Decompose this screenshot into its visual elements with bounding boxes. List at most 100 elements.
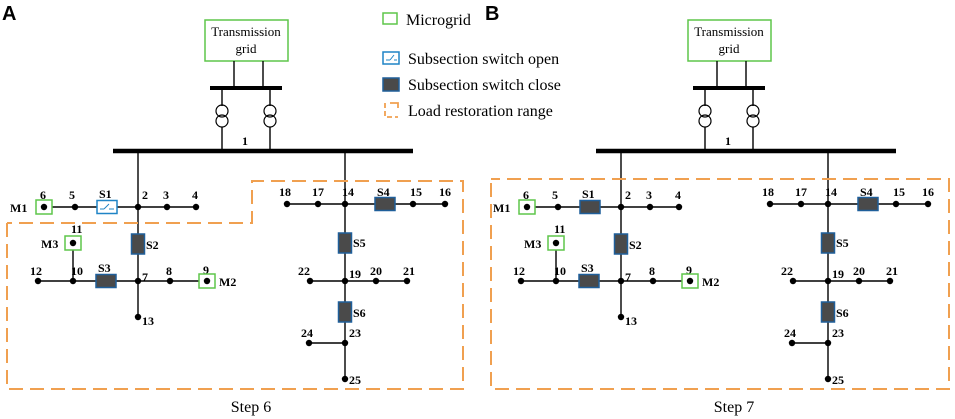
node-3 — [163, 203, 171, 211]
bus-label-1: 1 — [242, 134, 248, 148]
node-label-24: 24 — [784, 326, 796, 340]
transformer-icon — [263, 88, 277, 150]
node-label-15: 15 — [410, 185, 422, 199]
node-label-17: 17 — [312, 185, 324, 199]
node-13 — [134, 313, 142, 321]
node-label-18: 18 — [762, 185, 774, 199]
switch-label-s6: S6 — [836, 306, 849, 320]
node-label-25: 25 — [349, 373, 361, 387]
bus-label-1: 1 — [725, 134, 731, 148]
node-label-12: 12 — [30, 264, 42, 278]
switch-s4 — [857, 196, 879, 212]
microgrid-m2 — [198, 273, 216, 289]
switch-s1 — [579, 199, 601, 215]
node-label-15: 15 — [893, 185, 905, 199]
node-25 — [824, 375, 832, 383]
node-label-24: 24 — [301, 326, 313, 340]
node-label-8: 8 — [166, 264, 172, 278]
node-label-20: 20 — [370, 264, 382, 278]
node-15 — [409, 200, 417, 208]
microgrid-m1 — [35, 199, 53, 215]
transmission-grid-box — [687, 19, 772, 62]
switch-s1 — [96, 199, 118, 215]
switch-label-s3: S3 — [581, 261, 594, 275]
microgrid-label-m1: M1 — [10, 201, 27, 215]
node-16 — [441, 200, 449, 208]
node-label-21: 21 — [886, 264, 898, 278]
node-7 — [134, 277, 142, 285]
switch-s2 — [130, 233, 146, 255]
node-14 — [341, 200, 349, 208]
node-label-25: 25 — [832, 373, 844, 387]
node-label-4: 4 — [192, 188, 198, 202]
switch-s3 — [95, 273, 117, 289]
transmission-grid-label: Transmission — [694, 24, 764, 39]
panel-letter: A — [2, 3, 16, 25]
node-label-11: 11 — [71, 222, 82, 236]
node-label-12: 12 — [513, 264, 525, 278]
legend-microgrid-label: Microgrid — [406, 12, 471, 29]
node-label-7: 7 — [625, 270, 631, 284]
transmission-grid-box — [204, 19, 289, 62]
node-8 — [166, 277, 174, 285]
node-24 — [305, 339, 313, 347]
node-22 — [306, 277, 314, 285]
microgrid-label-m1: M1 — [493, 201, 510, 215]
node-23 — [824, 339, 832, 347]
node-label-21: 21 — [403, 264, 415, 278]
node-18 — [766, 200, 774, 208]
switch-label-s4: S4 — [860, 185, 873, 199]
legend-switch-close-swatch — [382, 77, 400, 92]
node-12 — [517, 277, 525, 285]
node-12 — [34, 277, 42, 285]
node-label-5: 5 — [552, 188, 558, 202]
node-2 — [617, 203, 625, 211]
microgrid-m3 — [64, 235, 82, 251]
node-label-9: 9 — [686, 263, 692, 277]
node-label-5: 5 — [69, 188, 75, 202]
node-label-14: 14 — [825, 185, 837, 199]
node-label-14: 14 — [342, 185, 354, 199]
node-10 — [69, 277, 77, 285]
switch-s4 — [374, 196, 396, 212]
legend: Microgrid Subsection switch open Subsect… — [382, 12, 561, 120]
legend-restoration-swatch — [384, 102, 399, 118]
node-label-4: 4 — [675, 188, 681, 202]
node-label-13: 13 — [625, 314, 637, 328]
node-5 — [554, 203, 562, 211]
node-22 — [789, 277, 797, 285]
node-label-23: 23 — [349, 326, 361, 340]
node-label-19: 19 — [349, 267, 361, 281]
node-3 — [646, 203, 654, 211]
node-21 — [886, 277, 894, 285]
transformer-icon — [215, 88, 229, 150]
microgrid-m2 — [681, 273, 699, 289]
transmission-grid-label-2: grid — [236, 41, 257, 56]
node-15 — [892, 200, 900, 208]
node-label-20: 20 — [853, 264, 865, 278]
transformer-icon — [746, 88, 760, 150]
node-label-19: 19 — [832, 267, 844, 281]
node-label-16: 16 — [439, 185, 451, 199]
switch-s2 — [613, 233, 629, 255]
step-label: Step 6 — [231, 399, 271, 416]
microgrid-label-m2: M2 — [219, 275, 236, 289]
node-label-3: 3 — [646, 188, 652, 202]
node-10 — [552, 277, 560, 285]
node-label-22: 22 — [781, 264, 793, 278]
node-label-17: 17 — [795, 185, 807, 199]
node-25 — [341, 375, 349, 383]
transmission-grid-label: Transmission — [211, 24, 281, 39]
node-19 — [824, 277, 832, 285]
switch-s3 — [578, 273, 600, 289]
legend-restoration-label: Load restoration range — [408, 103, 553, 120]
node-8 — [649, 277, 657, 285]
node-17 — [797, 200, 805, 208]
node-23 — [341, 339, 349, 347]
switch-s6 — [820, 301, 836, 323]
microgrid-m1 — [518, 199, 536, 215]
node-label-6: 6 — [40, 188, 46, 202]
